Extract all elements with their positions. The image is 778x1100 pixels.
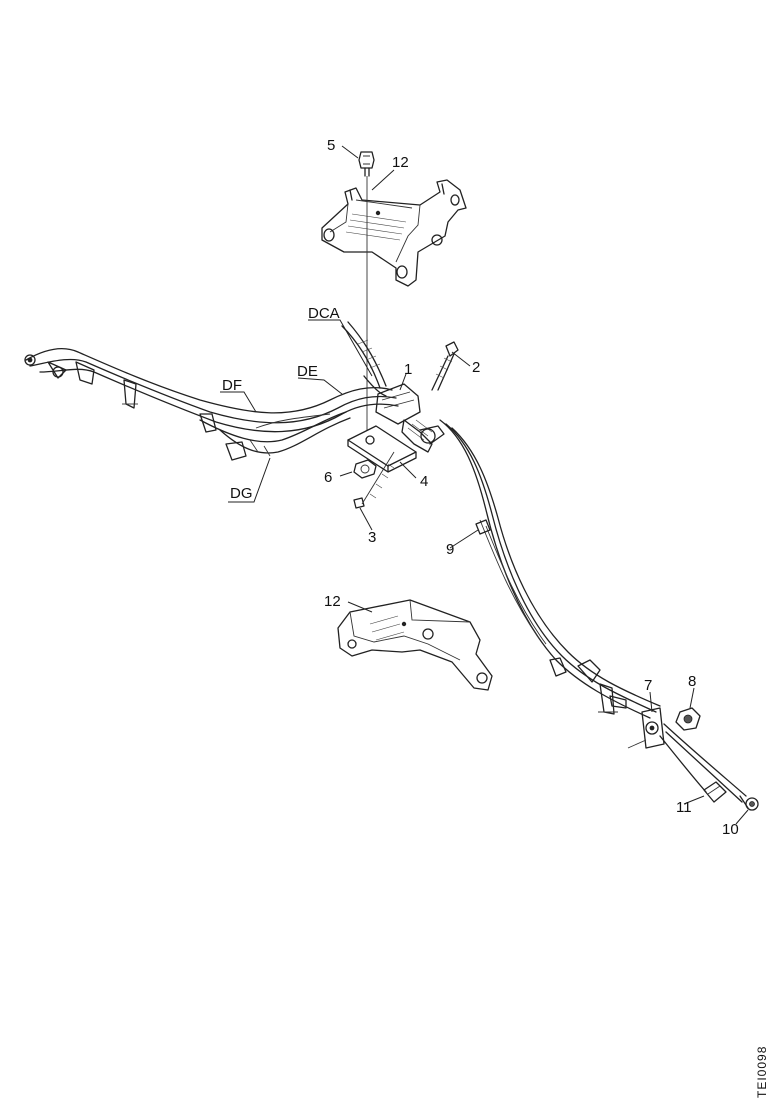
junction-block <box>341 321 445 453</box>
screw-3 <box>353 451 395 509</box>
nut-6 <box>353 459 377 479</box>
label-6: 6 <box>324 469 332 486</box>
clip-11 <box>703 781 727 803</box>
mounting-plate <box>347 425 417 473</box>
bolt-5 <box>358 151 375 177</box>
label-11: 11 <box>676 799 692 816</box>
figure-code: TEI0098 <box>755 1046 769 1098</box>
label-2: 2 <box>472 359 480 376</box>
label-1: 1 <box>404 361 412 378</box>
upper-bracket <box>321 179 467 287</box>
label-5: 5 <box>327 137 335 154</box>
label-12-lower: 12 <box>324 593 341 610</box>
label-9: 9 <box>446 541 454 558</box>
label-7: 7 <box>644 677 652 694</box>
label-de: DE <box>297 363 318 380</box>
bolt-2 <box>431 341 459 391</box>
label-dca: DCA <box>308 305 340 322</box>
label-4: 4 <box>420 473 428 490</box>
cable-end <box>659 723 747 803</box>
cable-harness-right <box>439 419 661 719</box>
label-10: 10 <box>722 821 739 838</box>
nut-8 <box>675 707 701 731</box>
label-8: 8 <box>688 673 696 690</box>
lower-bracket <box>337 599 493 691</box>
leader-lines <box>220 145 749 825</box>
end-bracket-7 <box>627 707 665 749</box>
label-df: DF <box>222 377 242 394</box>
callout-labels: 5 12 DCA 1 2 DE DF DG 4 6 3 9 12 7 8 11 … <box>222 137 739 838</box>
cable-harness-left <box>24 348 399 461</box>
label-3: 3 <box>368 529 376 546</box>
connector-10 <box>739 795 759 811</box>
label-12-upper: 12 <box>392 154 409 171</box>
label-dg: DG <box>230 485 253 502</box>
